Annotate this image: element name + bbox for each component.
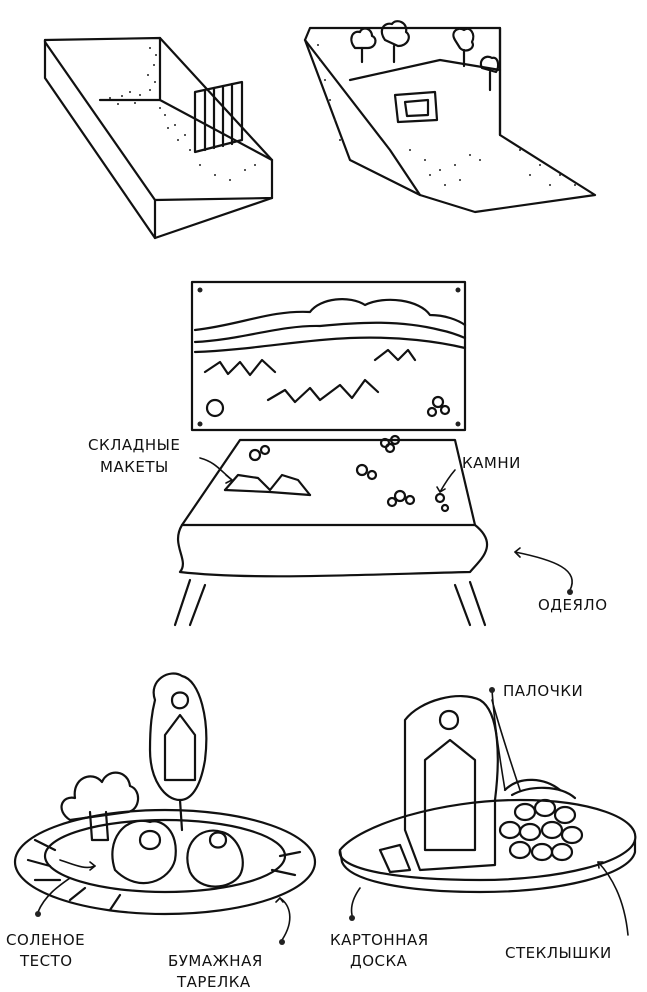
paper-plate-diorama: [15, 673, 315, 914]
label-paper-plate-line1: БУМАЖНАЯ: [168, 952, 263, 970]
callout-dot: [349, 915, 355, 921]
callout-arrow: [440, 470, 455, 492]
label-folding-models-line1: СКЛАДНЫЕ: [88, 436, 180, 454]
table-with-models: [175, 436, 487, 625]
callout-dot: [567, 589, 573, 595]
label-sticks: ПАЛОЧКИ: [503, 682, 583, 700]
label-salt-dough-line1: СОЛЕНОЕ: [6, 931, 85, 949]
box-diorama-landscape: [305, 21, 595, 212]
label-glass-pieces: СТЕКЛЫШКИ: [505, 944, 612, 962]
label-paper-plate-line2: ТАРЕЛКА: [176, 973, 251, 991]
callout-dot: [279, 939, 285, 945]
label-cardboard-line1: КАРТОННАЯ: [330, 931, 429, 949]
stipple-shading: [317, 44, 576, 186]
cardboard-diorama: [340, 696, 636, 892]
tree-icon: [351, 21, 498, 90]
callout-arrow: [598, 862, 628, 935]
callout-dot: [35, 911, 41, 917]
label-blanket: ОДЕЯЛО: [538, 596, 608, 614]
callout-arrow: [515, 552, 572, 590]
label-folding-models-line2: МАКЕТЫ: [100, 458, 169, 476]
stipple-shading: [109, 47, 256, 181]
callout-arrow: [352, 888, 360, 915]
callout-arrow: [38, 878, 70, 912]
label-salt-dough-line2: ТЕСТО: [19, 952, 73, 970]
callout-dot: [489, 687, 495, 693]
label-cardboard-line2: ДОСКА: [350, 952, 408, 970]
callout-arrow: [280, 898, 290, 940]
box-diorama-prison: [45, 38, 272, 238]
label-stones: КАМНИ: [462, 454, 521, 472]
backdrop-panel: [192, 282, 465, 430]
